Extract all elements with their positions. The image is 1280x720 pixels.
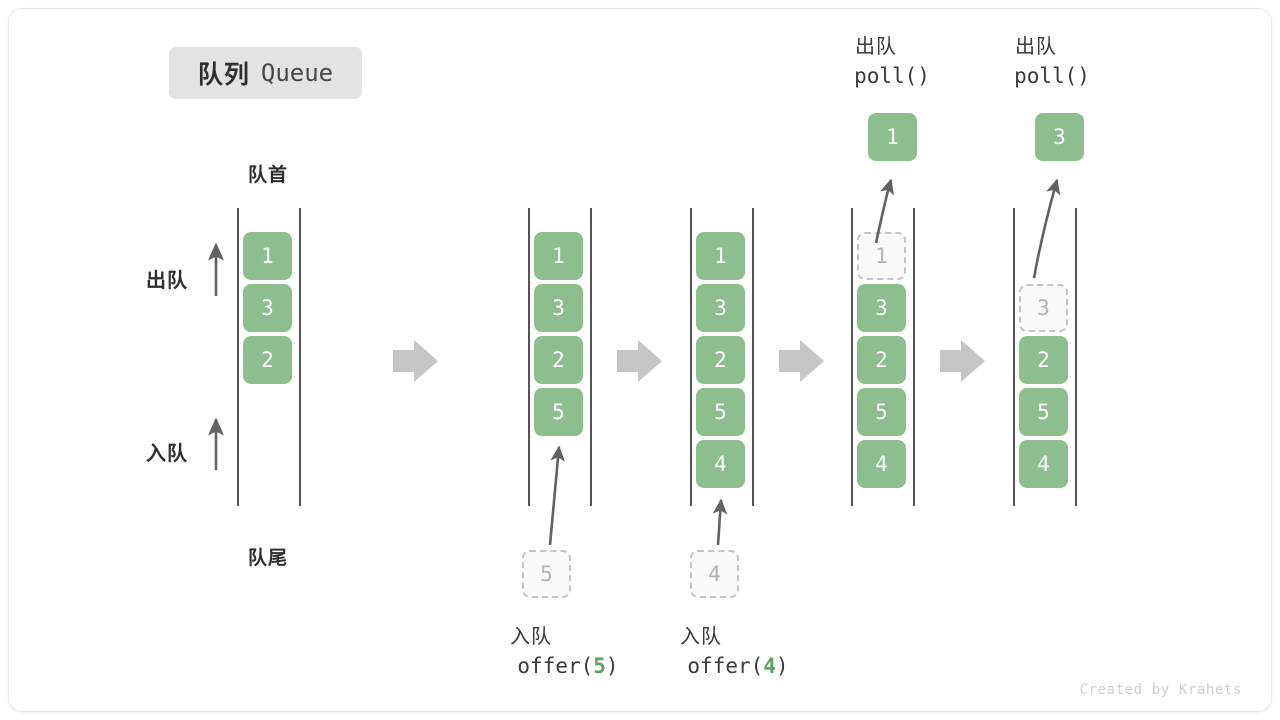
outgoing-cell-3: 3 [1035,113,1084,161]
col3-rail-right [752,208,754,506]
watermark-credit: Created by Krahets [1079,682,1242,698]
queue-head-label: 队首 [247,165,288,186]
poll-1-code: poll() [854,64,930,88]
col3-cell-4: 4 [696,440,745,488]
col2-rail-right [590,208,592,506]
col3-cell-2: 2 [696,336,745,384]
offer-4-code: offer(4) [687,654,788,678]
col3-cell-1: 3 [696,284,745,332]
col3-cell-0: 1 [696,232,745,280]
offer-4-code-arg: 4 [763,654,776,678]
col5-cell-3: 4 [1019,440,1068,488]
operation-offer-4: 入队 offer(4) [648,620,828,678]
offer-5-code-arg: 5 [593,654,606,678]
operation-poll-2: 出队 poll() [972,30,1132,88]
enqueue-direction-label: 入队 [146,443,188,465]
operation-poll-1: 出队 poll() [812,30,972,88]
offer-5-code-pre: offer( [517,654,594,678]
incoming-cell-4: 4 [690,550,739,598]
offer-5-code-post: ) [605,654,619,678]
diagram-card [8,8,1272,712]
col4-rail-left [851,208,853,506]
col1-rail-right [299,208,301,506]
col4-cell-2: 2 [857,336,906,384]
col1-cell-0: 1 [243,232,292,280]
queue-tail-label: 队尾 [247,548,288,569]
col2-cell-1: 3 [534,284,583,332]
col5-rail-right [1075,208,1077,506]
offer-5-chinese: 入队 [510,626,552,648]
col5-cell-2: 5 [1019,388,1068,436]
offer-4-code-post: ) [775,654,789,678]
col2-cell-0: 1 [534,232,583,280]
poll-2-chinese: 出队 [1015,36,1057,58]
outgoing-cell-1: 1 [868,113,917,161]
col4-rail-right [913,208,915,506]
operation-offer-5: 入队 offer(5) [478,620,658,678]
col3-rail-left [690,208,692,506]
col4-cell-0-ghost: 1 [857,232,906,280]
col3-cell-3: 5 [696,388,745,436]
offer-4-code-pre: offer( [687,654,764,678]
col5-rail-left [1013,208,1015,506]
col1-cell-1: 3 [243,284,292,332]
col1-rail-left [237,208,239,506]
offer-4-chinese: 入队 [680,626,722,648]
col1-cell-2: 2 [243,336,292,384]
offer-5-code: offer(5) [517,654,618,678]
col2-cell-2: 2 [534,336,583,384]
poll-1-chinese: 出队 [855,36,897,58]
diagram-title-badge: 队列 Queue [169,47,362,99]
dequeue-direction-label: 出队 [146,270,188,292]
col4-cell-1: 3 [857,284,906,332]
poll-2-code: poll() [1014,64,1090,88]
col2-cell-3: 5 [534,388,583,436]
col4-cell-4: 4 [857,440,906,488]
title-english: Queue [260,59,334,87]
col4-cell-3: 5 [857,388,906,436]
title-chinese: 队列 [197,61,250,89]
col2-rail-left [528,208,530,506]
col5-cell-0-ghost: 3 [1019,284,1068,332]
col5-cell-1: 2 [1019,336,1068,384]
incoming-cell-5: 5 [522,550,571,598]
